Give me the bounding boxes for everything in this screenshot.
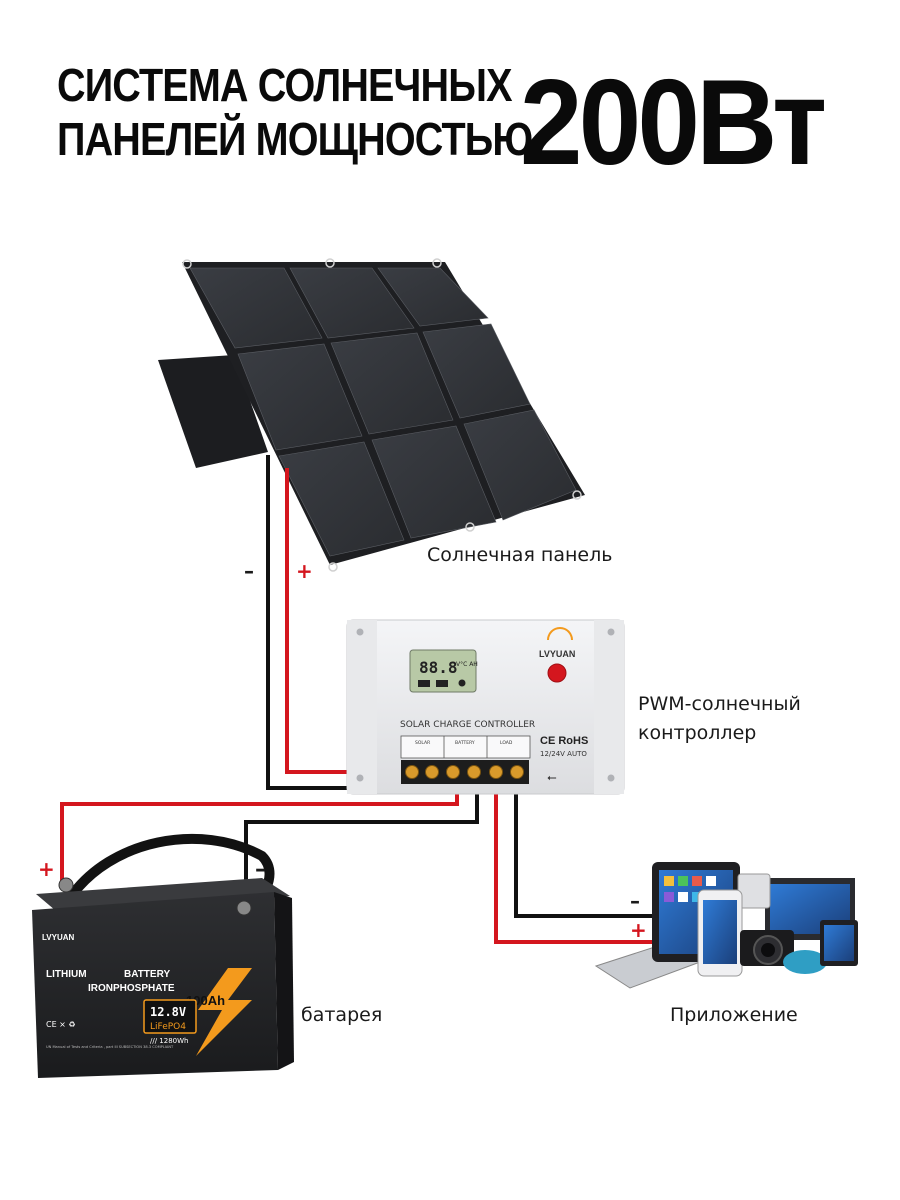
- panel-ring: [465, 522, 475, 532]
- battery-plus-mark: +: [38, 857, 55, 881]
- terminal-screw: [446, 765, 460, 779]
- term-load-label: LOAD: [500, 740, 513, 746]
- panel-cell: [422, 323, 531, 419]
- controller-label-line2: контроллер: [638, 722, 757, 744]
- mount-hole: [356, 774, 364, 782]
- battery-label: батарея: [301, 1004, 383, 1026]
- wires: [60, 455, 652, 944]
- load-plus-mark: +: [630, 918, 647, 942]
- battery-terminal-positive: [58, 877, 74, 893]
- panel-cell: [330, 332, 454, 435]
- panel-ring: [432, 258, 442, 268]
- battery-chemistry: LiFePO4: [150, 1022, 186, 1032]
- terminal-block: [401, 760, 529, 784]
- battery-type-line2a: BATTERY: [124, 969, 170, 980]
- lcd-digits: 88.8: [419, 658, 458, 677]
- panel-cell: [278, 441, 405, 557]
- mount-hole: [607, 774, 615, 782]
- panel-cell: [371, 425, 497, 539]
- battery: LVYUAN LITHIUM BATTERY IRONPHOSPHATE 100…: [32, 833, 294, 1078]
- terminal-label-panel: [400, 735, 531, 759]
- controller-cert: CE RoHS: [540, 735, 588, 747]
- mount-hole: [607, 628, 615, 636]
- battery-voltage: 12.8V: [150, 1005, 186, 1019]
- wire-battery-negative: [244, 780, 479, 905]
- lcd-bulb-icon: [458, 679, 466, 687]
- devices-group: [594, 862, 858, 989]
- panel-cell: [377, 267, 489, 327]
- terminal-screw: [510, 765, 524, 779]
- panel-plus-mark: +: [296, 559, 313, 583]
- mount-hole: [356, 628, 364, 636]
- controller-red-button[interactable]: [547, 663, 567, 683]
- solar-panel-label: Солнечная панель: [427, 544, 613, 566]
- power-rating: 200Вт: [520, 54, 827, 190]
- lcd-units: V°C AH: [456, 661, 478, 668]
- panel-cell: [237, 343, 363, 451]
- controller-mount-left: [347, 620, 377, 794]
- battery-side: [274, 892, 294, 1070]
- panel-ring: [328, 562, 338, 572]
- battery-terminal-negative: [236, 900, 252, 916]
- battery-handle: [65, 833, 275, 903]
- wire-load-negative: [514, 780, 652, 918]
- battery-spec-box: [143, 999, 197, 1034]
- battery-type-line1: LITHIUM: [46, 969, 87, 980]
- controller-label-line1: PWM-солнечный: [638, 693, 801, 715]
- panel-ring: [325, 258, 335, 268]
- panel-cell: [289, 267, 415, 339]
- terminal-screw: [467, 765, 481, 779]
- panel-minus-mark: –: [244, 559, 254, 583]
- lcd-solar-icon: [418, 680, 430, 687]
- term-battery-label: BATTERY: [455, 740, 475, 746]
- panel-cell: [463, 409, 577, 521]
- lightning-icon: [196, 968, 252, 1056]
- battery-cert-icons: CE ⨯ ♻: [46, 1020, 76, 1029]
- controller-mount-right: [594, 620, 624, 794]
- usb-icon: ⭠: [547, 770, 557, 784]
- battery-fine-print: UN Manual of Tests and Criteria , part I…: [46, 1045, 174, 1049]
- panel-flap: [158, 355, 268, 468]
- controller-voltage: 12/24V AUTO: [540, 750, 587, 758]
- panel-ring: [572, 490, 582, 500]
- terminal-screw: [425, 765, 439, 779]
- solar-panel: [158, 258, 585, 572]
- printer-icon: [737, 873, 771, 909]
- term-solar-label: SOLAR: [415, 740, 430, 746]
- toy-car-icon: [783, 950, 827, 974]
- wire-load-positive: [494, 780, 652, 944]
- battery-energy: /// 1280Wh: [150, 1037, 188, 1045]
- terminal-screw: [405, 765, 419, 779]
- terminal-screws: [405, 765, 524, 779]
- panel-cell: [189, 267, 323, 349]
- title-line-1: СИСТЕМА СОЛНЕЧНЫХ: [57, 59, 512, 111]
- controller-brand: LVYUAN: [539, 649, 575, 659]
- controller-sun-logo-icon: [547, 627, 573, 641]
- title-line-2: ПАНЕЛЕЙ МОЩНОСТЬЮ: [57, 113, 533, 165]
- lcd-battery-icon: [436, 680, 448, 687]
- load-minus-mark: –: [630, 889, 640, 913]
- charge-controller: 88.8 V°C AH LVYUAN SOLAR CHARGE CONTROLL…: [346, 619, 625, 795]
- battery-brand: LVYUAN: [42, 933, 75, 942]
- terminal-screw: [489, 765, 503, 779]
- controller-name: SOLAR CHARGE CONTROLLER: [400, 720, 535, 730]
- battery-type-line2b: IRONPHOSPHATE: [88, 983, 175, 994]
- application-label: Приложение: [670, 1004, 798, 1026]
- battery-minus-mark: –: [255, 857, 266, 882]
- panel-ring: [182, 259, 192, 269]
